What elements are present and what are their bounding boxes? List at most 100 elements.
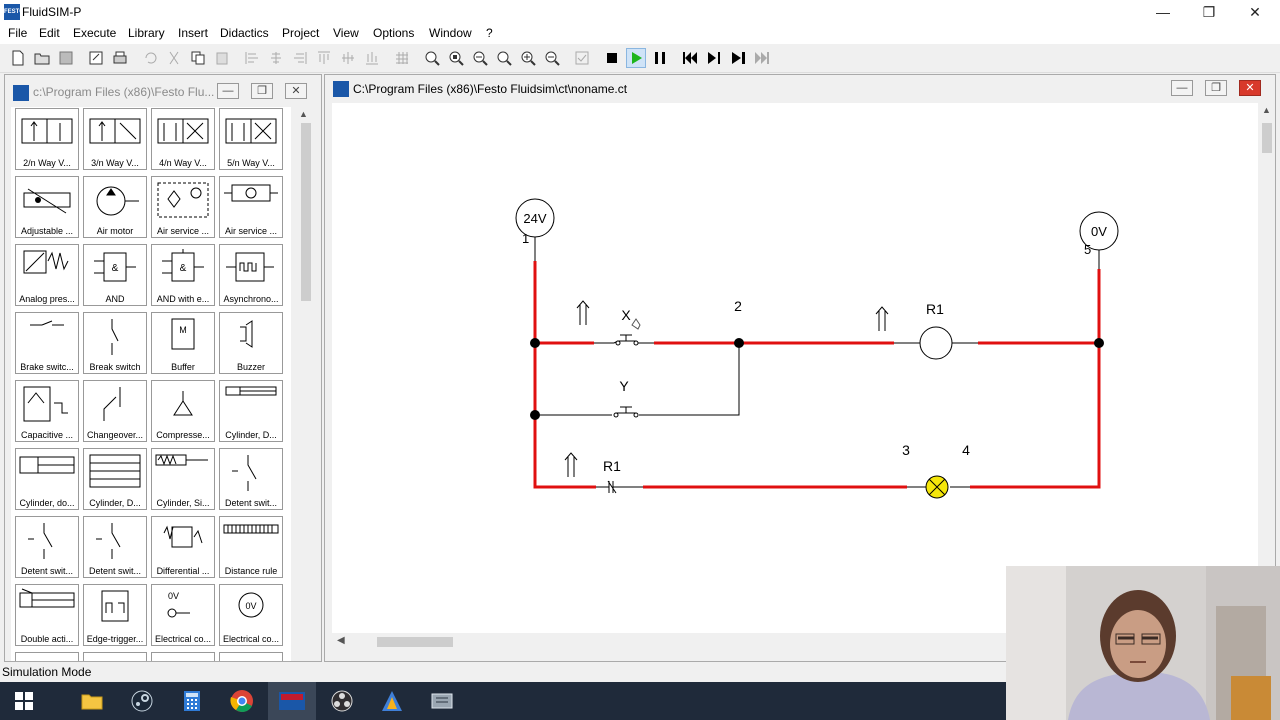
save-icon[interactable] [56,48,76,68]
library-item[interactable]: Cylinder, Si... [151,448,215,510]
menu-options[interactable]: Options [373,26,415,40]
library-item[interactable]: Cylinder, do... [15,448,79,510]
library-item[interactable]: Air motor [83,176,147,238]
reset-icon[interactable] [680,48,700,68]
menu-project[interactable]: Project [282,26,320,40]
step-to-end-icon[interactable] [728,48,748,68]
library-item[interactable]: & AND [83,244,147,306]
open-icon[interactable] [32,48,52,68]
circuit-diagram[interactable]: 24V 1 0V 5 X [332,103,1258,633]
export-icon[interactable] [86,48,106,68]
zoom-previous-icon[interactable] [494,48,514,68]
pushbutton-y[interactable]: Y [613,378,639,418]
library-item[interactable]: Cylinder, D... [83,448,147,510]
app-icon[interactable] [368,682,416,720]
align-left-icon[interactable] [242,48,262,68]
library-item[interactable]: Asynchrono... [219,244,283,306]
align-bottom-icon[interactable] [362,48,382,68]
menu-file[interactable]: File [8,26,28,40]
library-item[interactable]: Buzzer [219,312,283,374]
library-item[interactable]: Differential ... [151,516,215,578]
library-item[interactable] [151,652,215,661]
library-item[interactable]: 4/n Way V... [151,108,215,170]
restore-icon[interactable]: ❐ [1205,80,1227,96]
steam-icon[interactable] [118,682,166,720]
menu-didactics[interactable]: Didactics [220,26,269,40]
library-item[interactable]: Brake switc... [15,312,79,374]
undo-icon[interactable] [140,48,160,68]
grid-icon[interactable] [392,48,412,68]
file-explorer-icon[interactable] [68,682,116,720]
library-item[interactable]: Adjustable ... [15,176,79,238]
supply-24v[interactable]: 24V 1 [515,198,555,261]
zoom-out-icon[interactable] [542,48,562,68]
menu-execute[interactable]: Execute [73,26,117,40]
library-item[interactable]: 5/n Way V... [219,108,283,170]
obs-icon[interactable] [318,682,366,720]
menu-view[interactable]: View [333,26,359,40]
check-icon[interactable] [572,48,592,68]
library-item[interactable]: 2/n Way V... [15,108,79,170]
scroll-up-icon[interactable]: ▲ [299,109,308,119]
restore-icon[interactable]: ❐ [251,83,273,99]
menu-library[interactable]: Library [128,26,165,40]
scroll-up-icon[interactable]: ▲ [1262,105,1271,115]
library-item[interactable]: Capacitive ... [15,380,79,442]
minimize-icon[interactable]: — [1171,80,1193,96]
virtual-machine-icon[interactable] [418,682,466,720]
library-item[interactable]: Cylinder, D... [219,380,283,442]
indicator-lamp[interactable] [925,475,949,499]
library-item[interactable]: 3/n Way V... [83,108,147,170]
cut-icon[interactable] [164,48,184,68]
library-item[interactable] [15,652,79,661]
close-icon[interactable]: ✕ [285,83,307,99]
menu-window[interactable]: Window [429,26,472,40]
relay-contact-r1[interactable]: R1 [603,458,621,494]
calculator-icon[interactable] [168,682,216,720]
pause-icon[interactable] [650,48,670,68]
minimize-icon[interactable]: — [1156,4,1170,20]
library-item[interactable]: & AND with e... [151,244,215,306]
menu-insert[interactable]: Insert [178,26,209,40]
library-item[interactable]: Air service ... [219,176,283,238]
library-item[interactable]: 0V Electrical co... [219,584,283,646]
paste-icon[interactable] [212,48,232,68]
library-item[interactable]: Double acti... [15,584,79,646]
library-item[interactable] [83,652,147,661]
library-item[interactable]: 0V Electrical co... [151,584,215,646]
library-item[interactable]: Detent swit... [83,516,147,578]
new-icon[interactable] [8,48,28,68]
library-item[interactable]: Detent swit... [219,448,283,510]
library-item[interactable] [219,652,283,661]
align-center-icon[interactable] [266,48,286,68]
library-item[interactable]: Break switch [83,312,147,374]
align-middle-icon[interactable] [338,48,358,68]
chrome-icon[interactable] [218,682,266,720]
pushbutton-x[interactable]: X [613,307,639,346]
circuit-hscroll-thumb[interactable] [377,637,453,647]
zoom-window-icon[interactable] [470,48,490,68]
copy-icon[interactable] [188,48,208,68]
zoom-in-icon[interactable] [518,48,538,68]
library-item[interactable]: Detent swit... [15,516,79,578]
circuit-vertical-scrollbar[interactable] [1258,103,1275,633]
fast-forward-icon[interactable] [752,48,772,68]
align-top-icon[interactable] [314,48,334,68]
restore-icon[interactable]: ❐ [1202,4,1216,20]
circuit-vscroll-thumb[interactable] [1262,123,1272,153]
menu-edit[interactable]: Edit [39,26,60,40]
library-item[interactable]: Changeover... [83,380,147,442]
fluidsim-taskbar-icon[interactable] [268,682,316,720]
supply-0v[interactable]: 0V 5 [1079,211,1119,269]
align-right-icon[interactable] [290,48,310,68]
print-icon[interactable] [110,48,130,68]
library-item[interactable]: Edge-trigger... [83,584,147,646]
library-item[interactable]: M Buffer [151,312,215,374]
library-item[interactable]: Compresse... [151,380,215,442]
play-icon[interactable] [626,48,646,68]
scroll-left-icon[interactable]: ◀ [337,635,345,646]
minimize-icon[interactable]: — [217,83,239,99]
step-icon[interactable] [704,48,724,68]
zoom-fit-icon[interactable] [446,48,466,68]
library-item[interactable]: Air service ... [151,176,215,238]
